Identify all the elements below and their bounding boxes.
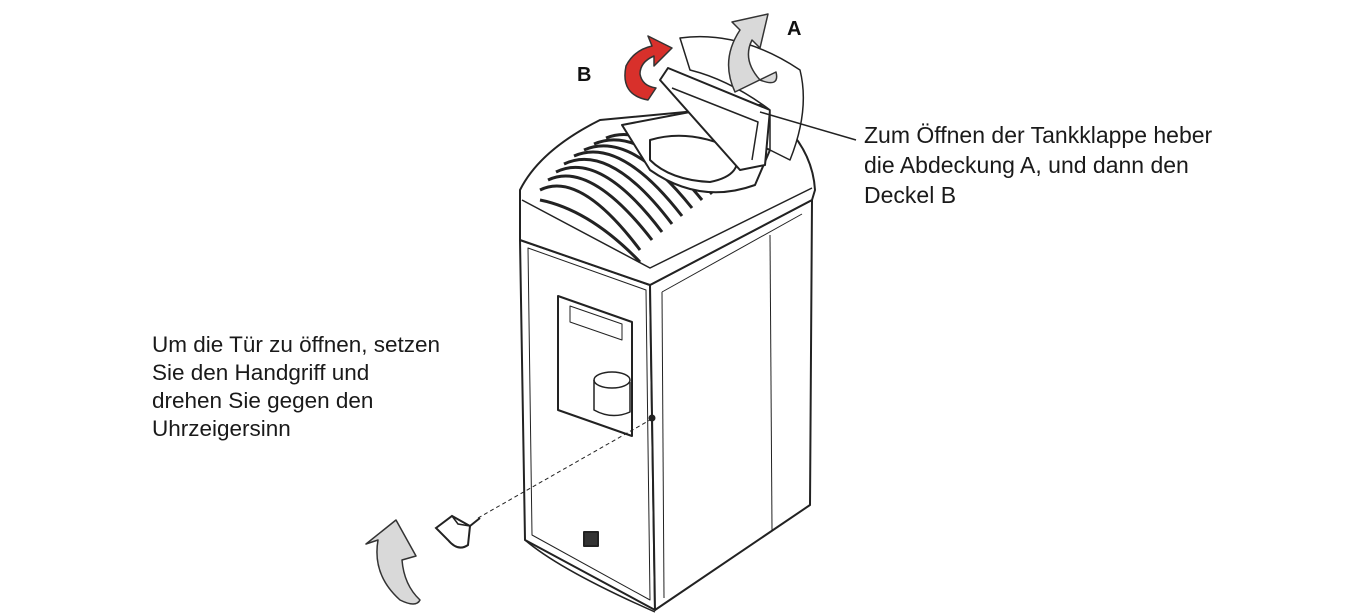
door-window (557, 295, 633, 437)
caption-line: drehen Sie gegen den (152, 388, 374, 413)
handle-guide-line (477, 419, 651, 519)
caption-line: die Abdeckung A, und dann den (864, 152, 1189, 178)
arrow-b (624, 35, 673, 101)
label-a: A (787, 18, 802, 40)
logo-plate (583, 531, 599, 547)
caption-line: Deckel B (864, 182, 957, 208)
stove (519, 35, 816, 613)
leader-line (759, 111, 857, 141)
caption-line: Uhrzeigersinn (152, 416, 291, 441)
caption-line: Sie den Handgriff und (152, 360, 370, 385)
door-keyhole (648, 414, 656, 422)
caption-tank-hatch: Zum Öffnen der Tankklappe heber die Abde… (864, 120, 1314, 210)
arrow-a (727, 13, 778, 93)
caption-line: Um die Tür zu öffnen, setzen (152, 332, 441, 357)
caption-line: Zum Öffnen der Tankklappe heber (864, 122, 1213, 148)
handle (434, 514, 481, 549)
stove-front-panel (519, 239, 656, 611)
label-b: B (577, 64, 592, 86)
caption-door: Um die Tür zu öffnen, setzen Sie den Han… (152, 331, 441, 443)
rotate-arrow-handle (365, 519, 421, 605)
